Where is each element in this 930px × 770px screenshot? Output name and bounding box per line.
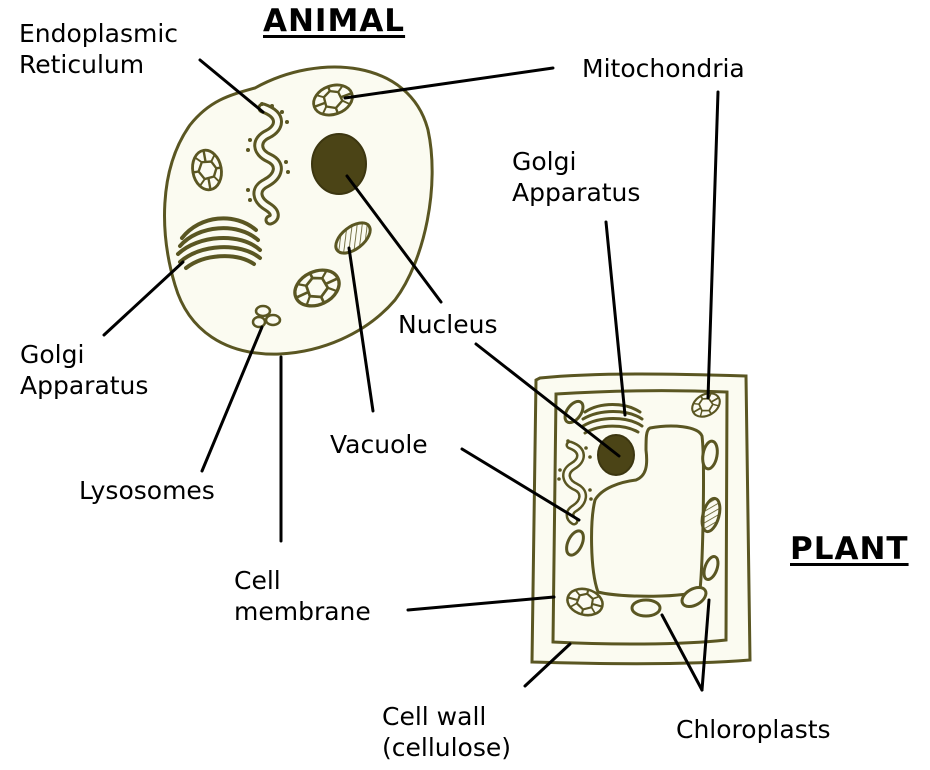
- label-cell-wall-line1: Cell wall: [382, 701, 511, 732]
- label-golgi-animal-line1: Golgi: [20, 339, 148, 370]
- label-cell-membrane: Cell membrane: [234, 565, 371, 627]
- label-golgi-plant: Golgi Apparatus: [512, 146, 640, 208]
- title-animal: ANIMAL: [263, 3, 405, 39]
- label-golgi-animal: Golgi Apparatus: [20, 339, 148, 401]
- label-nucleus: Nucleus: [398, 309, 498, 340]
- label-cell-membrane-line2: membrane: [234, 596, 371, 627]
- animal-cell: [165, 67, 433, 354]
- leader-mitochondria-plant: [708, 92, 718, 398]
- label-endoplasmic-reticulum: Endoplasmic Reticulum: [19, 18, 178, 80]
- label-mitochondria: Mitochondria: [582, 53, 745, 84]
- title-plant: PLANT: [790, 531, 909, 567]
- label-cell-membrane-line1: Cell: [234, 565, 371, 596]
- label-endoplasmic-reticulum-line2: Reticulum: [19, 49, 178, 80]
- label-cell-wall: Cell wall (cellulose): [382, 701, 511, 763]
- leader-golgi-animal: [104, 262, 183, 335]
- plant-cell: [532, 374, 750, 664]
- label-chloroplasts: Chloroplasts: [676, 714, 831, 745]
- label-endoplasmic-reticulum-line1: Endoplasmic: [19, 18, 178, 49]
- animal-nucleus: [312, 134, 366, 194]
- label-vacuole: Vacuole: [330, 429, 428, 460]
- label-cell-wall-line2: (cellulose): [382, 732, 511, 763]
- label-golgi-plant-line2: Apparatus: [512, 177, 640, 208]
- animal-cell-membrane: [165, 67, 433, 354]
- label-golgi-plant-line1: Golgi: [512, 146, 640, 177]
- label-golgi-animal-line2: Apparatus: [20, 370, 148, 401]
- label-lysosomes: Lysosomes: [79, 475, 215, 506]
